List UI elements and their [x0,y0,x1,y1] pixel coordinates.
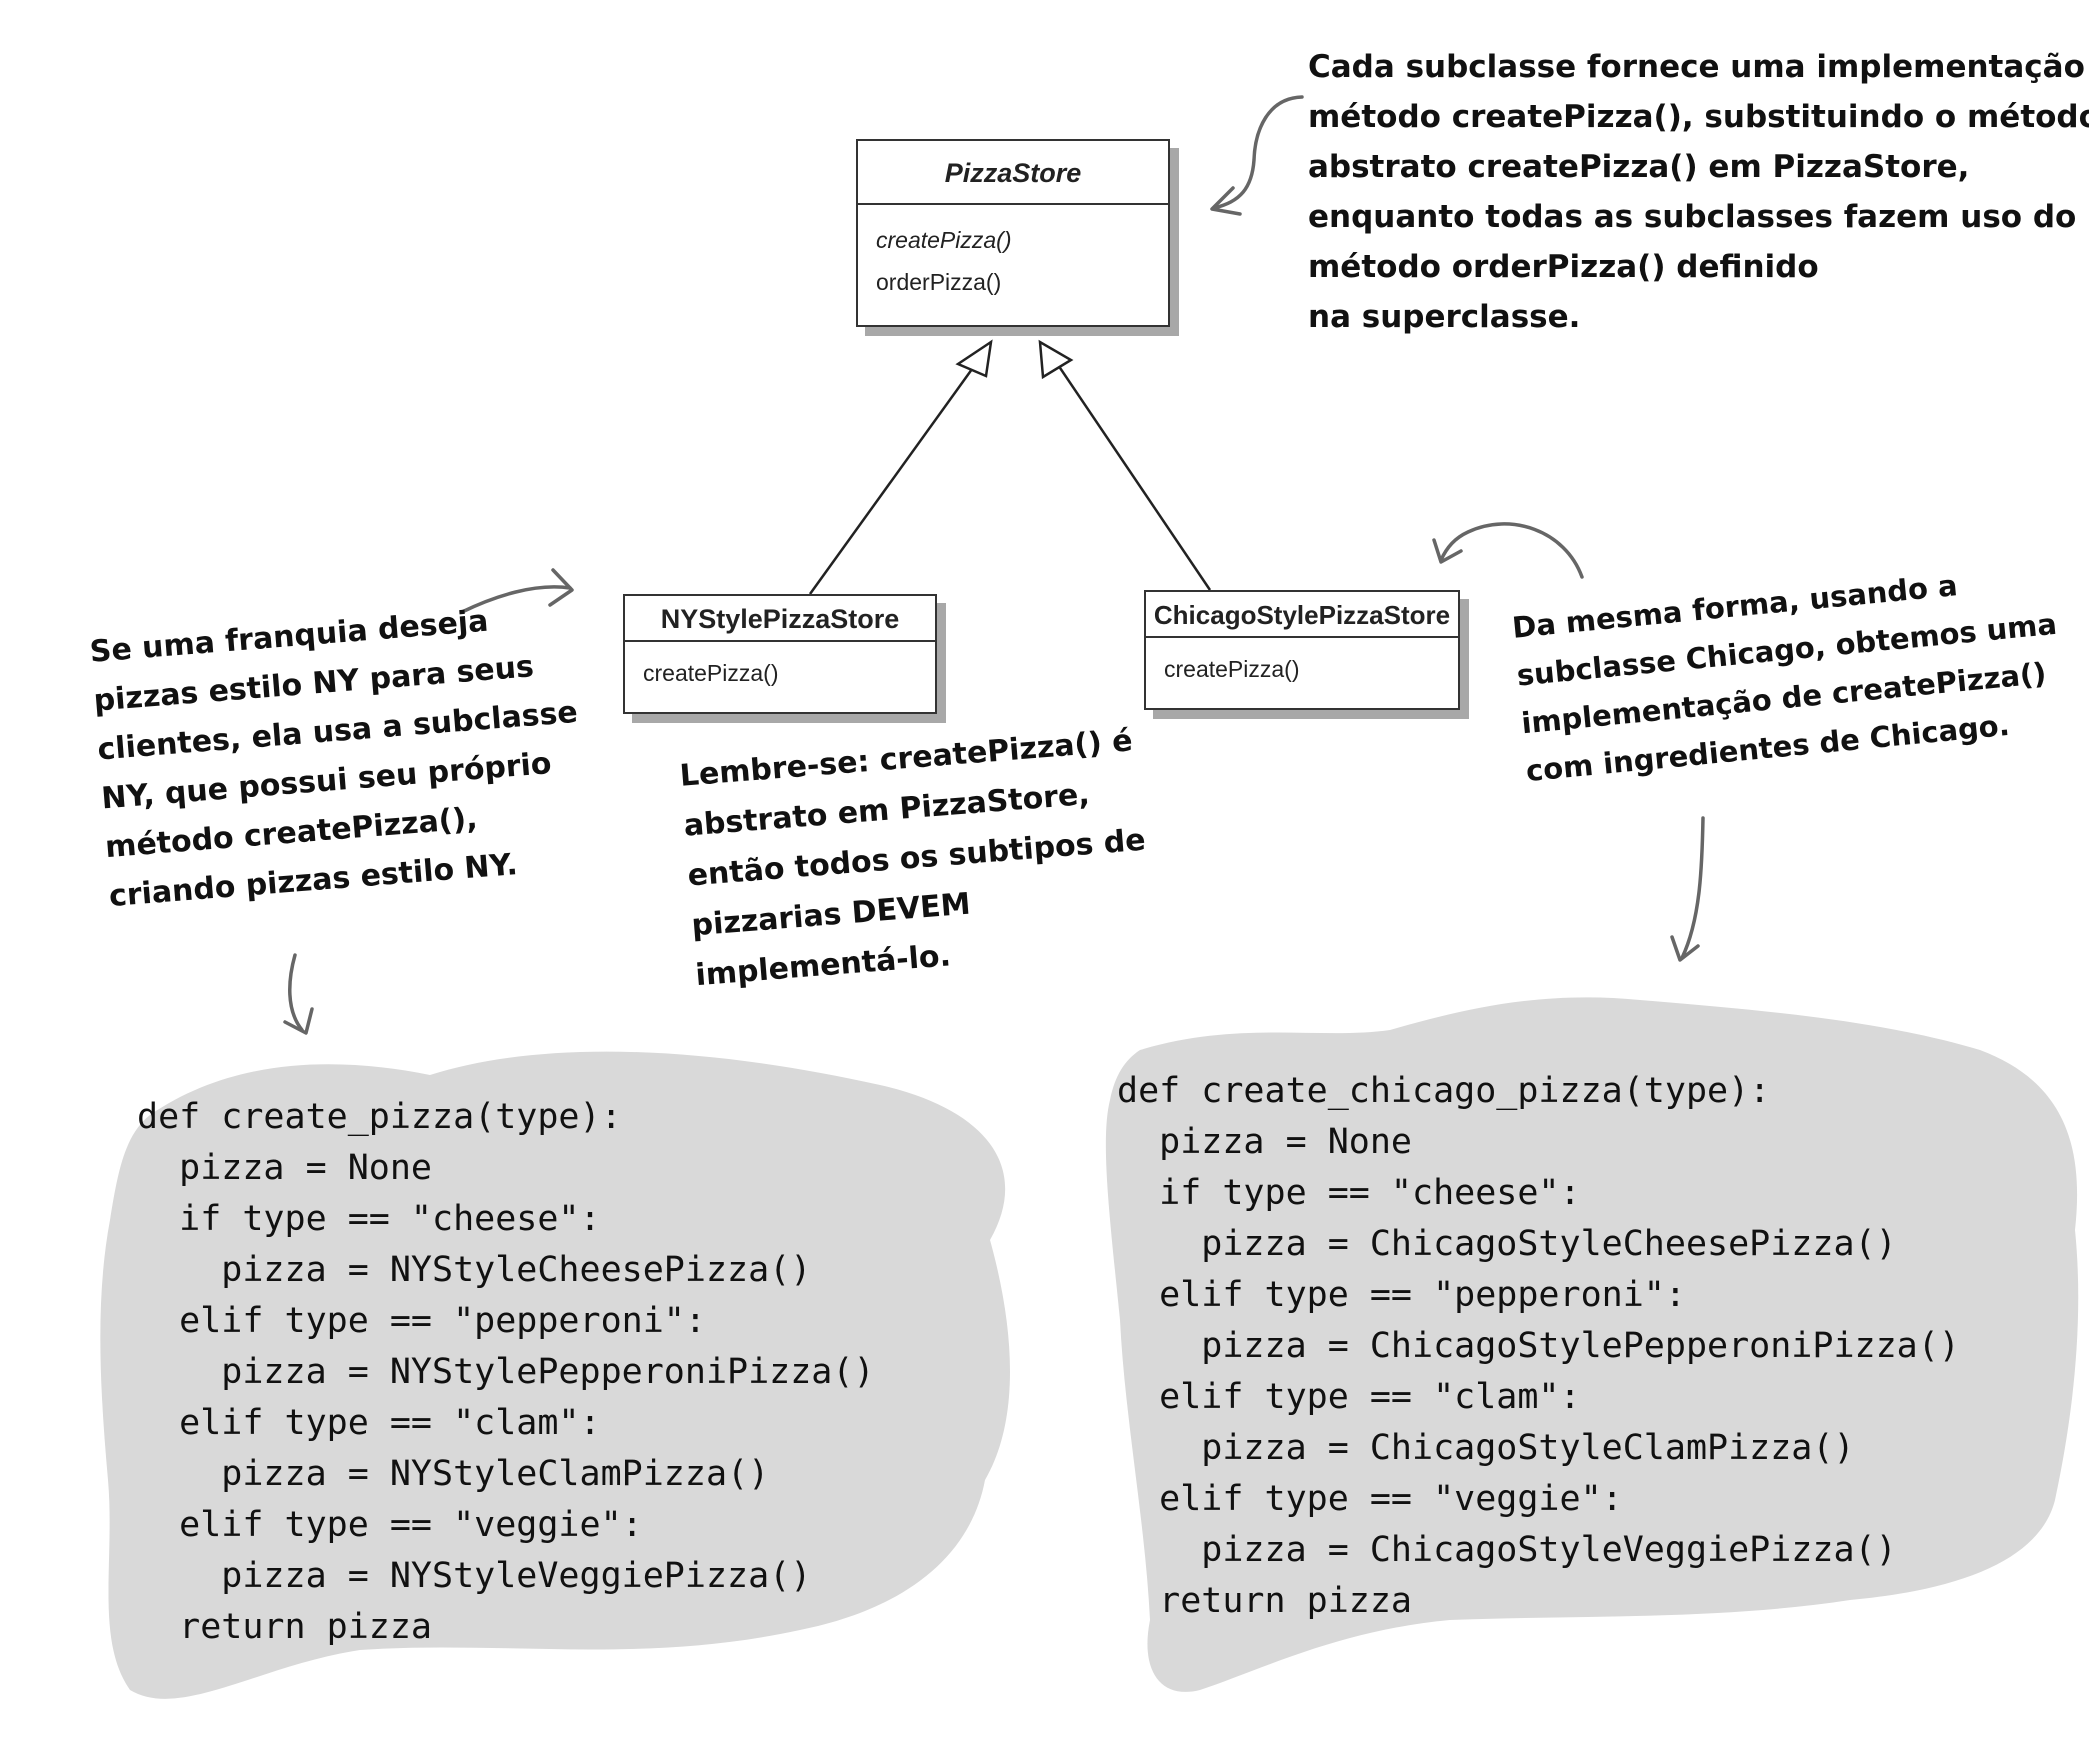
uml-method: orderPizza() [876,269,1002,295]
code-line: elif type == "veggie": [1117,1479,1623,1519]
top-note-arrow [1212,95,1304,210]
left-note-arrow [460,585,572,614]
uml-method: createPizza() [1164,656,1300,682]
code-line: elif type == "clam": [1117,1377,1581,1417]
right-note-arrow [1439,522,1584,579]
code-line: if type == "cheese": [137,1199,601,1239]
code-line: return pizza [1117,1581,1413,1621]
uml-method-list: createPizza() orderPizza() [858,205,1168,303]
code-line: pizza = NYStyleVeggiePizza() [137,1556,812,1596]
note-line: abstrato createPizza() em PizzaStore, [1308,149,1970,185]
code-line: def create_chicago_pizza(type): [1117,1071,1771,1111]
note-top-right: Cada subclasse fornece uma implementação… [1308,42,2089,342]
uml-class-name: NYStylePizzaStore [625,596,935,642]
code-line: elif type == "clam": [137,1403,601,1443]
ny-inheritance-line [808,357,982,595]
code-line: pizza = ChicagoStyleCheesePizza() [1117,1224,1897,1264]
code-line: pizza = None [137,1148,433,1188]
chicago-inheritance-arrowhead [1038,339,1074,380]
code-line: elif type == "pepperoni": [137,1301,706,1341]
code-line: elif type == "pepperoni": [1117,1275,1686,1315]
code-line: pizza = NYStyleCheesePizza() [137,1250,812,1290]
note-line: na superclasse. [1308,299,1581,335]
uml-method-list: createPizza() [625,642,935,694]
code-line: pizza = NYStyleClamPizza() [137,1454,770,1494]
uml-class-name: PizzaStore [858,141,1168,205]
code-block-ny: def create_pizza(type): pizza = None if … [137,1092,875,1653]
note-line: enquanto todas as subclasses fazem uso d… [1308,199,2077,235]
right-code-arrow [1680,816,1705,960]
left-note-arrowhead [548,568,574,607]
code-line: pizza = NYStylePepperoniPizza() [137,1352,875,1392]
note-line: método orderPizza() definido [1308,249,1819,285]
code-line: pizza = ChicagoStyleClamPizza() [1117,1428,1855,1468]
ny-inheritance-arrowhead [955,339,993,378]
note-middle: Lembre-se: createPizza() é abstrato em P… [678,716,1155,1001]
ny-code-blob [100,1051,1011,1699]
code-line: return pizza [137,1607,433,1647]
code-block-chicago: def create_chicago_pizza(type): pizza = … [1117,1066,1960,1627]
chicago-inheritance-line [1050,355,1212,591]
uml-class-chicagostylepizzastore: ChicagoStylePizzaStore createPizza() [1144,590,1460,710]
uml-class-name: ChicagoStylePizzaStore [1146,592,1458,638]
uml-class-nystylepizzastore: NYStylePizzaStore createPizza() [623,594,937,714]
code-line: pizza = None [1117,1122,1413,1162]
left-code-arrow [288,953,304,1032]
code-line: elif type == "veggie": [137,1505,643,1545]
code-line: if type == "cheese": [1117,1173,1581,1213]
code-line: pizza = ChicagoStyleVeggiePizza() [1117,1530,1897,1570]
note-left: Se uma franquia deseja pizzas estilo NY … [88,590,591,921]
uml-class-pizzastore: PizzaStore createPizza() orderPizza() [856,139,1170,327]
uml-method: createPizza() [643,660,779,686]
right-note-arrowhead [1432,538,1463,564]
note-line: método createPizza(), substituindo o mét… [1308,99,2089,135]
code-line: def create_pizza(type): [137,1097,622,1137]
chicago-code-blob [1105,997,2079,1692]
uml-method: createPizza() [876,227,1012,253]
top-note-arrowhead [1210,186,1242,216]
uml-method-list: createPizza() [1146,638,1458,690]
left-code-arrowhead [283,1007,314,1035]
code-line: pizza = ChicagoStylePepperoniPizza() [1117,1326,1960,1366]
right-code-arrowhead [1670,935,1700,962]
note-line: Cada subclasse fornece uma implementação… [1308,49,2089,85]
